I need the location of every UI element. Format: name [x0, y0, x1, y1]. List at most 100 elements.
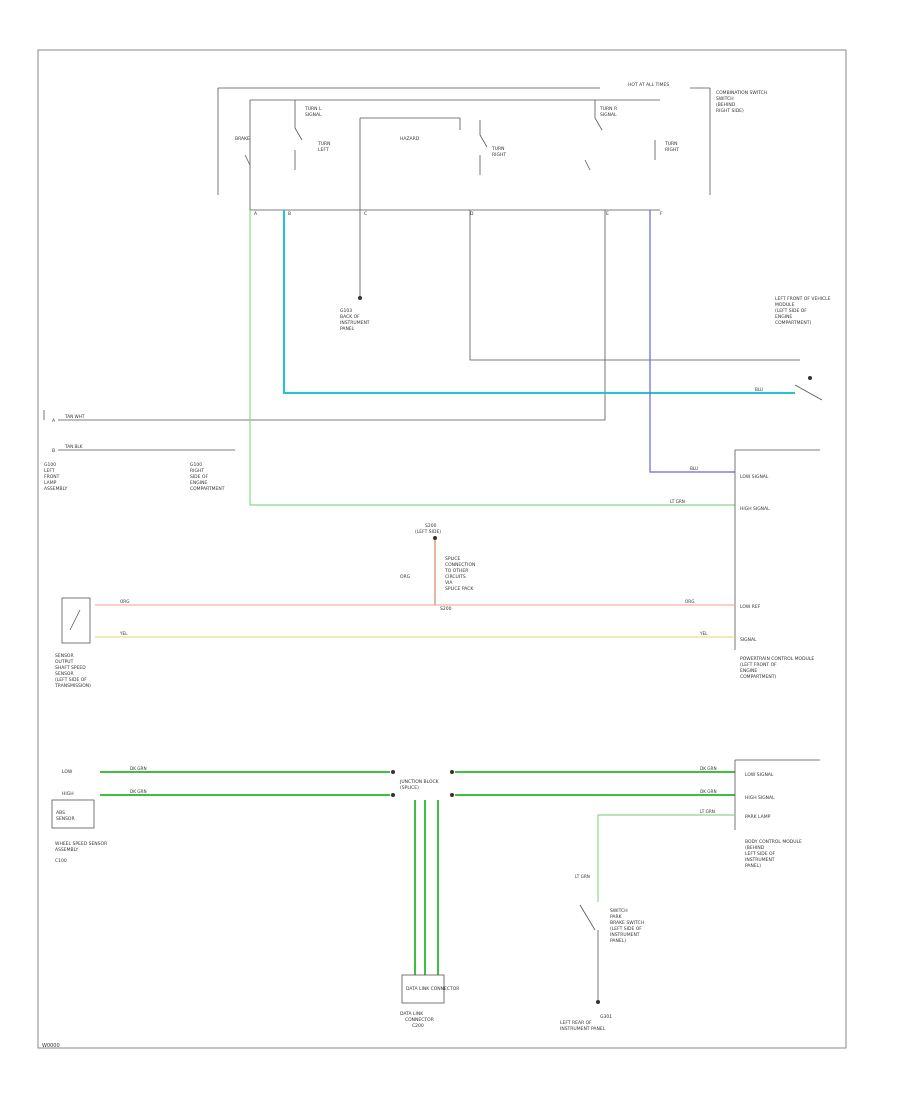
svg-text:TURN R: TURN R: [599, 106, 617, 112]
svg-text:A: A: [52, 418, 56, 424]
switch-stubs: G103 BACK OF INSTRUMENT PANEL TAN WHT A: [52, 210, 800, 424]
svg-text:INSTRUMENT PANEL: INSTRUMENT PANEL: [560, 1026, 606, 1032]
svg-text:DK GRN: DK GRN: [130, 789, 147, 794]
svg-text:PANEL: PANEL: [340, 326, 355, 332]
svg-text:MODULE: MODULE: [775, 302, 795, 308]
svg-text:(LEFT FRONT OF: (LEFT FRONT OF: [740, 662, 777, 668]
svg-text:COMPARTMENT): COMPARTMENT): [775, 320, 811, 326]
pcm-label: POWERTRAIN CONTROL MODULE: [740, 656, 814, 662]
cyan-wire: [283, 210, 795, 394]
svg-text:JUNCTION BLOCK: JUNCTION BLOCK: [399, 779, 440, 785]
svg-text:ABS: ABS: [56, 810, 65, 816]
svg-text:COMPARTMENT): COMPARTMENT): [740, 674, 776, 680]
darkgreen-bus: DK GRN DK GRN DK GRN DK GRN: [100, 766, 735, 797]
lightgreen-lower-wire: [597, 814, 735, 902]
pcm-module: LOW SIGNAL HIGH SIGNAL LOW REF SIGNAL PO…: [734, 449, 820, 680]
svg-text:(BEHIND: (BEHIND: [745, 845, 765, 851]
svg-text:SENSOR: SENSOR: [55, 671, 74, 677]
body-control-module: LOW SIGNAL HIGH SIGNAL PARK LAMP BODY CO…: [734, 759, 820, 869]
ground-center-label: G103: [340, 308, 352, 314]
combination-switch: HOT AT ALL TIMES COMBINATION SWITCH SWIT…: [217, 82, 767, 217]
svg-text:A: A: [254, 211, 258, 217]
blue-wire: [649, 210, 735, 473]
svg-text:CONNECTION: CONNECTION: [445, 562, 475, 568]
svg-text:LAMP: LAMP: [44, 480, 57, 486]
svg-text:C200: C200: [412, 1023, 424, 1029]
svg-text:BLU: BLU: [690, 466, 698, 471]
svg-text:SWITCH: SWITCH: [716, 96, 734, 102]
svg-text:E: E: [606, 211, 609, 217]
svg-text:D: D: [470, 211, 474, 217]
svg-text:ENGINE: ENGINE: [190, 480, 207, 486]
svg-text:C100: C100: [55, 858, 67, 864]
svg-text:BRAKE SWITCH: BRAKE SWITCH: [610, 920, 644, 926]
svg-text:HIGH: HIGH: [62, 791, 74, 797]
lower-switch: SWITCH PARK BRAKE SWITCH (LEFT SIDE OF I…: [560, 904, 644, 1032]
svg-text:PARK: PARK: [610, 914, 623, 920]
svg-text:LT GRN: LT GRN: [670, 499, 685, 504]
svg-text:SIDE OF: SIDE OF: [190, 474, 208, 480]
svg-text:S200: S200: [425, 523, 437, 529]
svg-text:SPLICE PACK: SPLICE PACK: [445, 586, 474, 592]
svg-text:VIA: VIA: [445, 580, 453, 586]
svg-text:LT GRN: LT GRN: [575, 874, 590, 879]
svg-text:TRANSMISSION): TRANSMISSION): [54, 683, 91, 689]
svg-text:WHEEL SPEED SENSOR: WHEEL SPEED SENSOR: [55, 841, 107, 847]
svg-text:BRAKE: BRAKE: [235, 136, 250, 142]
svg-text:INSTRUMENT: INSTRUMENT: [340, 320, 370, 326]
svg-text:SIGNAL: SIGNAL: [740, 637, 757, 643]
svg-text:TURN L: TURN L: [304, 106, 322, 112]
svg-text:B: B: [52, 448, 55, 454]
svg-text:TURN: TURN: [491, 146, 505, 152]
svg-text:COMPARTMENT: COMPARTMENT: [190, 486, 225, 492]
svg-text:ASSEMBLY: ASSEMBLY: [55, 847, 79, 853]
svg-text:ORG: ORG: [685, 599, 694, 604]
svg-text:HIGH SIGNAL: HIGH SIGNAL: [745, 795, 775, 801]
svg-text:PARK LAMP: PARK LAMP: [745, 814, 771, 820]
svg-text:YEL: YEL: [699, 631, 708, 636]
splice-block: S200 (LEFT SIDE) SPLICE CONNECTION TO OT…: [400, 523, 475, 612]
svg-text:LT GRN: LT GRN: [700, 809, 715, 814]
svg-text:F: F: [660, 211, 663, 217]
sensor-component: SENSOR OUTPUT SHAFT SPEED SENSOR (LEFT S…: [54, 597, 91, 689]
svg-text:LOW: LOW: [62, 769, 73, 775]
svg-text:OUTPUT: OUTPUT: [55, 659, 74, 665]
svg-text:(LEFT SIDE OF: (LEFT SIDE OF: [55, 677, 87, 683]
hot-at-all-times-label: HOT AT ALL TIMES: [628, 82, 669, 88]
svg-text:HAZARD: HAZARD: [400, 136, 420, 142]
svg-text:S200: S200: [440, 606, 452, 612]
left-front-label: LEFT FRONT OF VEHICLE: [775, 296, 831, 302]
svg-text:(SPLICE): (SPLICE): [400, 785, 419, 791]
svg-text:RIGHT: RIGHT: [190, 468, 204, 474]
svg-text:G100: G100: [190, 462, 202, 468]
svg-text:(LEFT SIDE OF: (LEFT SIDE OF: [610, 926, 642, 932]
svg-text:LEFT: LEFT: [44, 468, 55, 474]
page-code: W0000: [42, 1043, 60, 1049]
combination-switch-label: COMBINATION SWITCH: [716, 90, 767, 96]
svg-text:(LEFT SIDE OF: (LEFT SIDE OF: [775, 308, 807, 314]
svg-text:BLU: BLU: [755, 387, 763, 392]
svg-text:LOW REF: LOW REF: [740, 604, 761, 610]
svg-text:SWITCH: SWITCH: [610, 908, 628, 914]
svg-text:RIGHT SIDE): RIGHT SIDE): [716, 108, 744, 114]
svg-text:SENSOR: SENSOR: [56, 816, 75, 822]
svg-text:HIGH SIGNAL: HIGH SIGNAL: [740, 506, 770, 512]
svg-text:CIRCUITS: CIRCUITS: [445, 574, 466, 580]
svg-text:TURN: TURN: [317, 141, 331, 147]
svg-text:RIGHT: RIGHT: [492, 152, 506, 158]
svg-text:LOW SIGNAL: LOW SIGNAL: [745, 772, 774, 778]
svg-text:ENGINE: ENGINE: [740, 668, 757, 674]
svg-text:ORG: ORG: [120, 599, 129, 604]
svg-text:BACK OF: BACK OF: [340, 314, 360, 320]
svg-text:RIGHT: RIGHT: [665, 147, 679, 153]
wheel-speed-sensor: ABS SENSOR LOW HIGH WHEEL SPEED SENSOR A…: [51, 769, 107, 864]
svg-text:PANEL): PANEL): [745, 863, 761, 869]
svg-text:BODY CONTROL MODULE: BODY CONTROL MODULE: [745, 839, 802, 845]
svg-text:B: B: [288, 211, 291, 217]
svg-text:TAN BLK: TAN BLK: [64, 444, 83, 449]
svg-text:DK GRN: DK GRN: [130, 766, 147, 771]
svg-text:INSTRUMENT: INSTRUMENT: [610, 932, 640, 938]
junction-block: JUNCTION BLOCK (SPLICE) DATA LINK CONNEC…: [399, 779, 459, 1029]
svg-text:DATA LINK CONNECTOR: DATA LINK CONNECTOR: [406, 986, 459, 992]
